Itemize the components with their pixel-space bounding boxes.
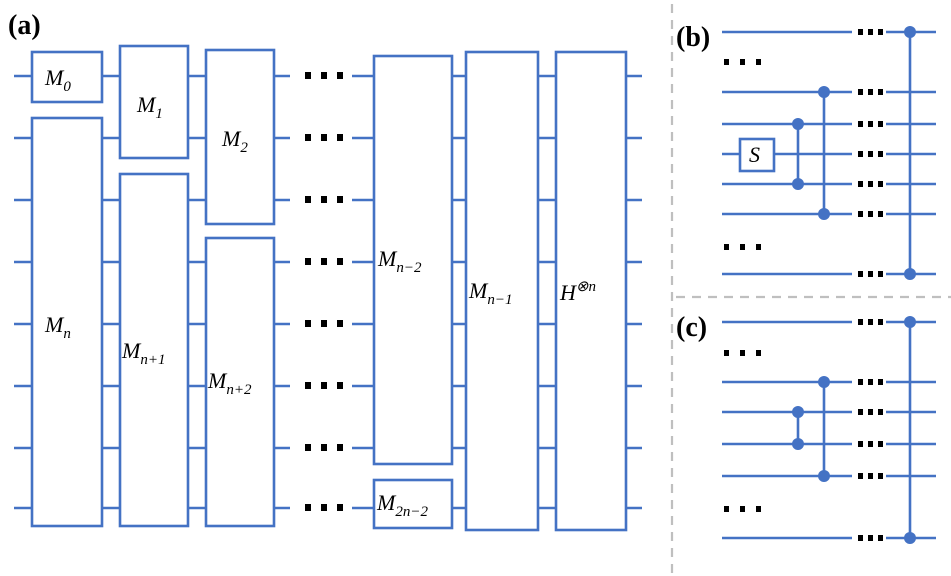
ellipsis-b-r6: [858, 181, 883, 187]
ellipsis-row-7: [305, 444, 343, 451]
panel-a-label: (a): [8, 10, 41, 41]
ellipsis-row-3: [305, 196, 343, 203]
ellipsis-c-r3: [858, 379, 883, 385]
ellipsis-row-5: [305, 320, 343, 327]
control-dot: [818, 470, 830, 482]
control-dot: [792, 406, 804, 418]
ellipsis-c-r5: [858, 441, 883, 447]
ellipsis-c-left-bottom: [724, 506, 761, 512]
panel-c-label: (c): [676, 312, 707, 343]
gate-s: S: [738, 137, 776, 173]
panel-c-ellipses: [724, 319, 883, 541]
control-dot: [904, 268, 916, 280]
svg-text:Mn+1: Mn+1: [121, 338, 165, 368]
cz-gate-b-middle: [818, 86, 830, 220]
cz-gate-c-outer: [904, 316, 916, 544]
ellipsis-b-r9: [858, 271, 883, 277]
svg-text:Mn+2: Mn+2: [207, 368, 252, 398]
control-dot: [818, 86, 830, 98]
ellipsis-row-1: [305, 72, 343, 79]
gate-m-n-minus-2: Mn−2: [372, 54, 454, 466]
svg-text:Mn−1: Mn−1: [468, 278, 512, 308]
gate-m-n-minus-1: Mn−1: [464, 50, 540, 532]
panel-c-wires: [722, 320, 936, 540]
ellipsis-b-r5: [858, 151, 883, 157]
svg-text:H⊗n: H⊗n: [559, 279, 596, 305]
ellipsis-b-left-top: [724, 59, 761, 65]
control-dot: [904, 26, 916, 38]
ellipsis-row-8: [305, 504, 343, 511]
ellipsis-c-r1: [858, 319, 883, 325]
ellipsis-c-r4: [858, 409, 883, 415]
gate-hadamard-n: H⊗n: [554, 50, 628, 532]
cz-gate-b-outer: [904, 26, 916, 280]
control-dot: [792, 178, 804, 190]
control-dot: [792, 438, 804, 450]
gate-m-2n-minus-2: M2n−2: [372, 478, 454, 530]
gate-m-n-plus-2: Mn+2: [204, 236, 276, 528]
ellipsis-b-r1: [858, 29, 883, 35]
ellipsis-b-r7: [858, 211, 883, 217]
svg-text:M1: M1: [136, 92, 163, 122]
panel-b-label: (b): [676, 22, 710, 53]
control-dot: [818, 376, 830, 388]
svg-text:M2: M2: [221, 126, 248, 156]
svg-text:S: S: [749, 142, 760, 167]
ellipsis-b-left-bottom: [724, 244, 761, 250]
ellipsis-row-6: [305, 382, 343, 389]
ellipsis-row-2: [305, 134, 343, 141]
gate-mn: Mn: [30, 116, 104, 528]
ellipsis-b-r4: [858, 121, 883, 127]
gate-m0: M0: [30, 50, 104, 104]
svg-text:Mn−2: Mn−2: [377, 246, 422, 276]
svg-text:M2n−2: M2n−2: [376, 490, 428, 520]
cz-gate-b-inner: [792, 118, 804, 190]
panel-a-wires: [14, 74, 642, 510]
cz-gate-c-inner: [792, 406, 804, 450]
control-dot: [792, 118, 804, 130]
panel-a-ellipses: [305, 72, 343, 511]
gate-m-n-plus-1: Mn+1: [118, 172, 190, 528]
ellipsis-c-left-top: [724, 350, 761, 356]
control-dot: [818, 208, 830, 220]
panel-b-ellipses: [724, 29, 883, 277]
control-dot: [904, 316, 916, 328]
ellipsis-c-r6: [858, 473, 883, 479]
ellipsis-c-r8: [858, 535, 883, 541]
svg-text:Mn: Mn: [44, 312, 71, 342]
svg-text:M0: M0: [44, 65, 71, 95]
control-dot: [904, 532, 916, 544]
gate-m1: M1: [118, 44, 190, 160]
cz-gate-c-middle: [818, 376, 830, 482]
ellipsis-row-4: [305, 258, 343, 265]
ellipsis-b-r3: [858, 89, 883, 95]
gate-m2: M2: [204, 48, 276, 226]
